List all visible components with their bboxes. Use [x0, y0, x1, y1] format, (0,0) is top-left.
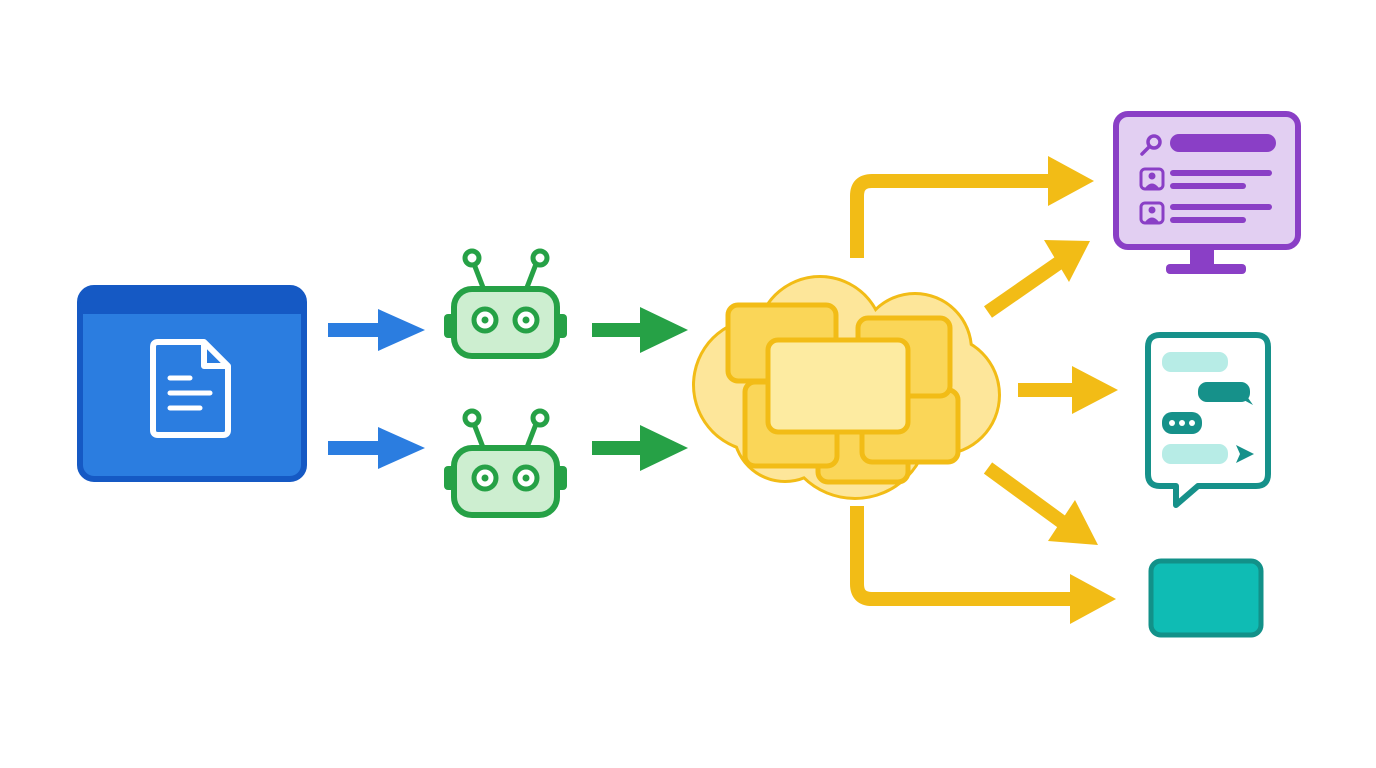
arrow-hub-to-monitor-diagonal	[984, 240, 1090, 318]
chat-window-icon	[1145, 332, 1271, 508]
arrow-hub-to-chat	[1018, 366, 1118, 414]
send-icon	[1236, 445, 1254, 463]
user-icon	[1139, 201, 1165, 225]
list-line	[1170, 170, 1272, 176]
arrow-agent-2-to-hub	[592, 425, 688, 471]
arrow-source-to-agent-1	[328, 309, 425, 351]
arrow-hub-to-teal-box-diagonal	[983, 462, 1098, 545]
arrow-hub-to-monitor-elbow	[850, 156, 1094, 258]
list-line	[1170, 217, 1246, 223]
hub-card-center	[765, 337, 911, 435]
search-icon	[1140, 134, 1162, 156]
list-line	[1170, 204, 1272, 210]
arrow-hub-to-teal-box-elbow	[850, 506, 1116, 624]
chat-bubble	[1198, 382, 1250, 402]
teal-box-icon	[1148, 558, 1264, 638]
card-cloud-icon	[692, 275, 1001, 500]
chat-bubble	[1162, 444, 1228, 464]
search-bar	[1170, 134, 1276, 152]
monitor-dashboard-icon	[1113, 111, 1301, 274]
chat-bubble	[1162, 352, 1228, 372]
source-document-window	[77, 285, 307, 482]
arrow-source-to-agent-2	[328, 427, 425, 469]
robot-icon	[444, 408, 567, 518]
user-icon	[1139, 167, 1165, 191]
document-icon	[150, 339, 231, 438]
arrow-agent-1-to-hub	[592, 307, 688, 353]
list-line	[1170, 183, 1246, 189]
robot-icon	[444, 248, 567, 359]
